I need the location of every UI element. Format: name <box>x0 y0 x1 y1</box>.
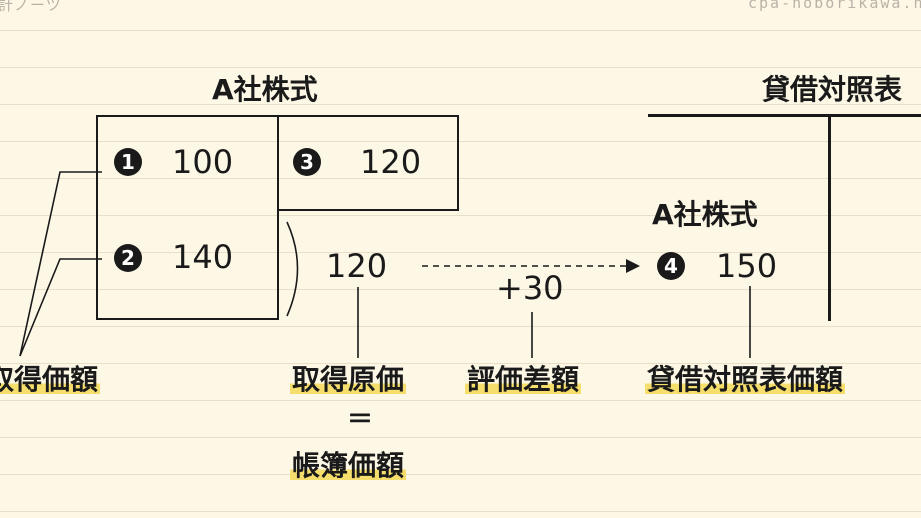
marker-4-badge: 4 <box>657 252 685 280</box>
label-acquisition-cost: 取得原価 <box>290 363 407 396</box>
marker-2-badge: 2 <box>114 244 142 272</box>
debit-value-1: 100 <box>172 143 234 181</box>
t-account-credit-box <box>277 115 459 211</box>
arrow-head <box>626 259 640 273</box>
site-url: cpa-noborikawa.n <box>748 0 921 12</box>
label-valuation-difference: 評価差額 <box>465 363 582 396</box>
t-account-debit-box <box>96 115 279 320</box>
bs-value: 150 <box>716 247 778 285</box>
brace-curve <box>286 221 299 317</box>
connector-acq-1 <box>19 171 102 357</box>
label-book-value: 帳簿価額 <box>290 449 407 482</box>
bs-item-label: A社株式 <box>652 198 758 231</box>
credit-value-3: 120 <box>360 143 422 181</box>
marker-3-badge: 3 <box>293 148 321 176</box>
site-name-left: 計ノーツ <box>0 0 62 14</box>
book-value-number: 120 <box>326 247 388 285</box>
bs-center-rule <box>828 114 831 321</box>
connector-acq-2 <box>19 258 102 357</box>
marker-1-badge: 1 <box>114 148 142 176</box>
balance-sheet-title: 貸借対照表 <box>762 73 903 106</box>
t-account-title: A社株式 <box>212 73 318 106</box>
bs-top-rule <box>648 114 921 117</box>
equals-sign: ＝ <box>347 405 374 435</box>
label-acquisition-amount: 取得価額 <box>0 366 101 394</box>
valuation-diff-number: +30 <box>496 269 564 307</box>
debit-value-2: 140 <box>172 238 234 276</box>
label-bs-value: 貸借対照表価額 <box>645 363 846 396</box>
